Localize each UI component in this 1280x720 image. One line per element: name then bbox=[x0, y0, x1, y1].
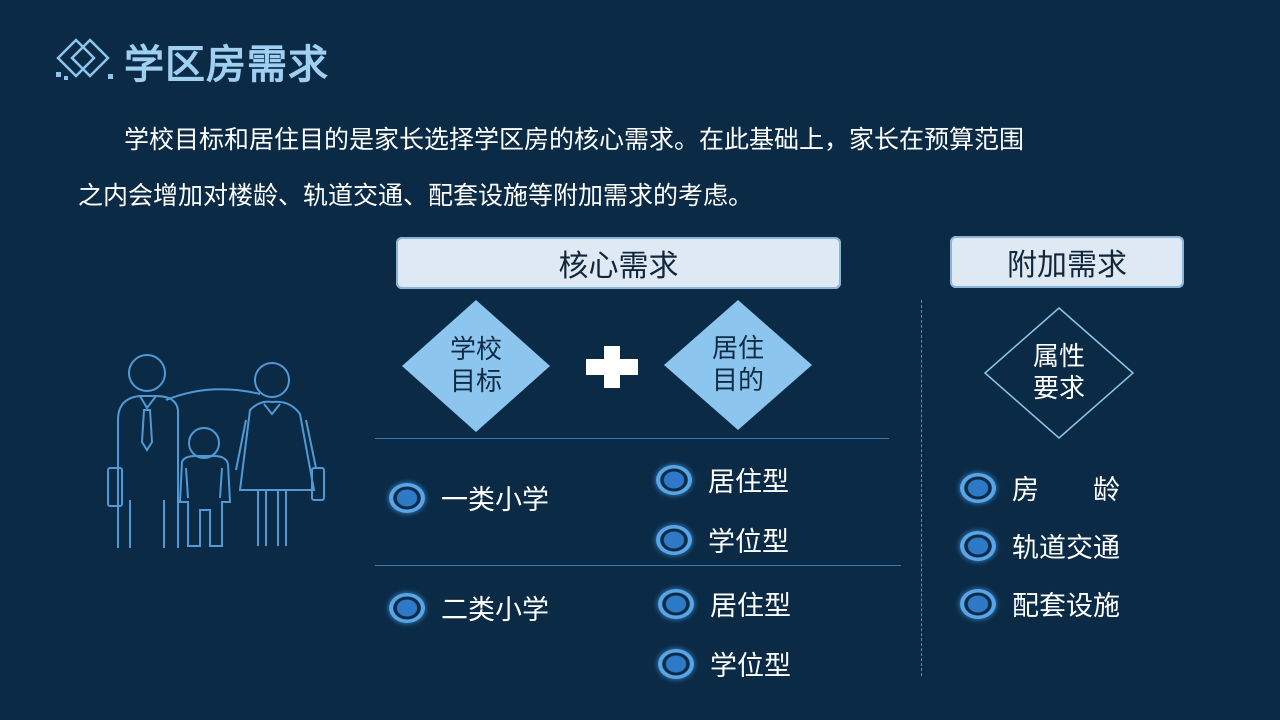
extra-item-label: 配套设施 bbox=[1012, 591, 1120, 622]
type-option-label: 学位型 bbox=[710, 651, 791, 682]
family-icon bbox=[107, 354, 325, 548]
attribute-line-2: 要求 bbox=[1032, 374, 1085, 404]
intro-paragraph: 学校目标和居住目的是家长选择学区房的核心需求。在此基础上，家长在预算范围 之内会… bbox=[78, 112, 1208, 224]
school-option-2: 二类小学 bbox=[389, 588, 549, 627]
extra-item-3: 配套设施 bbox=[960, 584, 1120, 623]
intro-line-2: 之内会增加对楼龄、轨道交通、配套设施等附加需求的考虑。 bbox=[78, 181, 754, 210]
extra-item-label: 房 龄 bbox=[1012, 475, 1120, 506]
extra-item-2: 轨道交通 bbox=[960, 526, 1120, 565]
divider-top bbox=[375, 438, 889, 439]
school-option-label: 一类小学 bbox=[441, 485, 549, 516]
bullet-icon bbox=[960, 472, 996, 503]
bullet-icon bbox=[656, 524, 692, 555]
type-option-1b: 学位型 bbox=[656, 520, 789, 559]
type-option-label: 居住型 bbox=[708, 467, 789, 498]
core-needs-heading: 核心需求 bbox=[396, 237, 841, 289]
school-goal-diamond bbox=[402, 300, 550, 432]
logo-icon bbox=[56, 38, 113, 80]
school-goal-text: 学校 目标 bbox=[400, 298, 552, 434]
bullet-icon bbox=[960, 588, 996, 619]
attribute-line-1: 属性 bbox=[1032, 342, 1085, 372]
type-option-2b: 学位型 bbox=[658, 644, 791, 683]
school-goal-line-1: 学校 bbox=[449, 335, 502, 365]
type-option-2a: 居住型 bbox=[658, 584, 791, 623]
page-title: 学区房需求 bbox=[124, 42, 329, 88]
residence-purpose-diamond bbox=[664, 300, 812, 430]
residence-purpose-line-2: 目的 bbox=[711, 366, 764, 396]
type-option-1a: 居住型 bbox=[656, 460, 789, 499]
column-separator bbox=[921, 300, 922, 676]
extra-needs-label: 附加需求 bbox=[1007, 248, 1127, 283]
type-option-label: 居住型 bbox=[710, 591, 791, 622]
bullet-icon bbox=[389, 592, 425, 623]
residence-purpose-text: 居住 目的 bbox=[662, 298, 814, 432]
extra-item-1: 房 龄 bbox=[960, 468, 1120, 507]
school-option-label: 二类小学 bbox=[441, 595, 549, 626]
divider-middle bbox=[375, 565, 901, 566]
bullet-icon bbox=[960, 530, 996, 561]
bullet-icon bbox=[656, 464, 692, 495]
school-goal-line-2: 目标 bbox=[449, 367, 502, 397]
school-option-1: 一类小学 bbox=[389, 478, 549, 517]
bullet-icon bbox=[658, 588, 694, 619]
residence-purpose-line-1: 居住 bbox=[711, 334, 764, 364]
bullet-icon bbox=[389, 482, 425, 513]
core-needs-label: 核心需求 bbox=[558, 249, 679, 284]
extra-needs-heading: 附加需求 bbox=[950, 236, 1184, 288]
attribute-text: 属性 要求 bbox=[983, 306, 1135, 440]
attribute-diamond bbox=[983, 307, 1135, 439]
type-option-label: 学位型 bbox=[708, 527, 789, 558]
plus-icon bbox=[586, 346, 638, 388]
intro-line-1: 学校目标和居住目的是家长选择学区房的核心需求。在此基础上，家长在预算范围 bbox=[124, 125, 1025, 154]
extra-item-label: 轨道交通 bbox=[1012, 533, 1120, 564]
bullet-icon bbox=[658, 648, 694, 679]
